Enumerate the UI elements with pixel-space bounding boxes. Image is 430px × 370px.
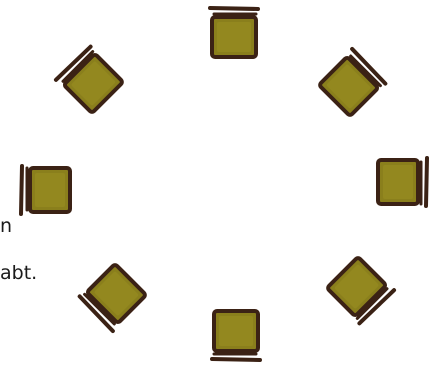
text-fragment-n: n	[0, 215, 12, 237]
chair	[325, 255, 394, 324]
chair	[21, 166, 70, 214]
chair	[212, 311, 260, 360]
chair	[317, 49, 386, 118]
chair	[378, 158, 427, 206]
chair	[210, 8, 258, 57]
chair	[79, 262, 148, 331]
chair	[56, 46, 125, 115]
text-fragment-abt: abt.	[0, 262, 37, 284]
